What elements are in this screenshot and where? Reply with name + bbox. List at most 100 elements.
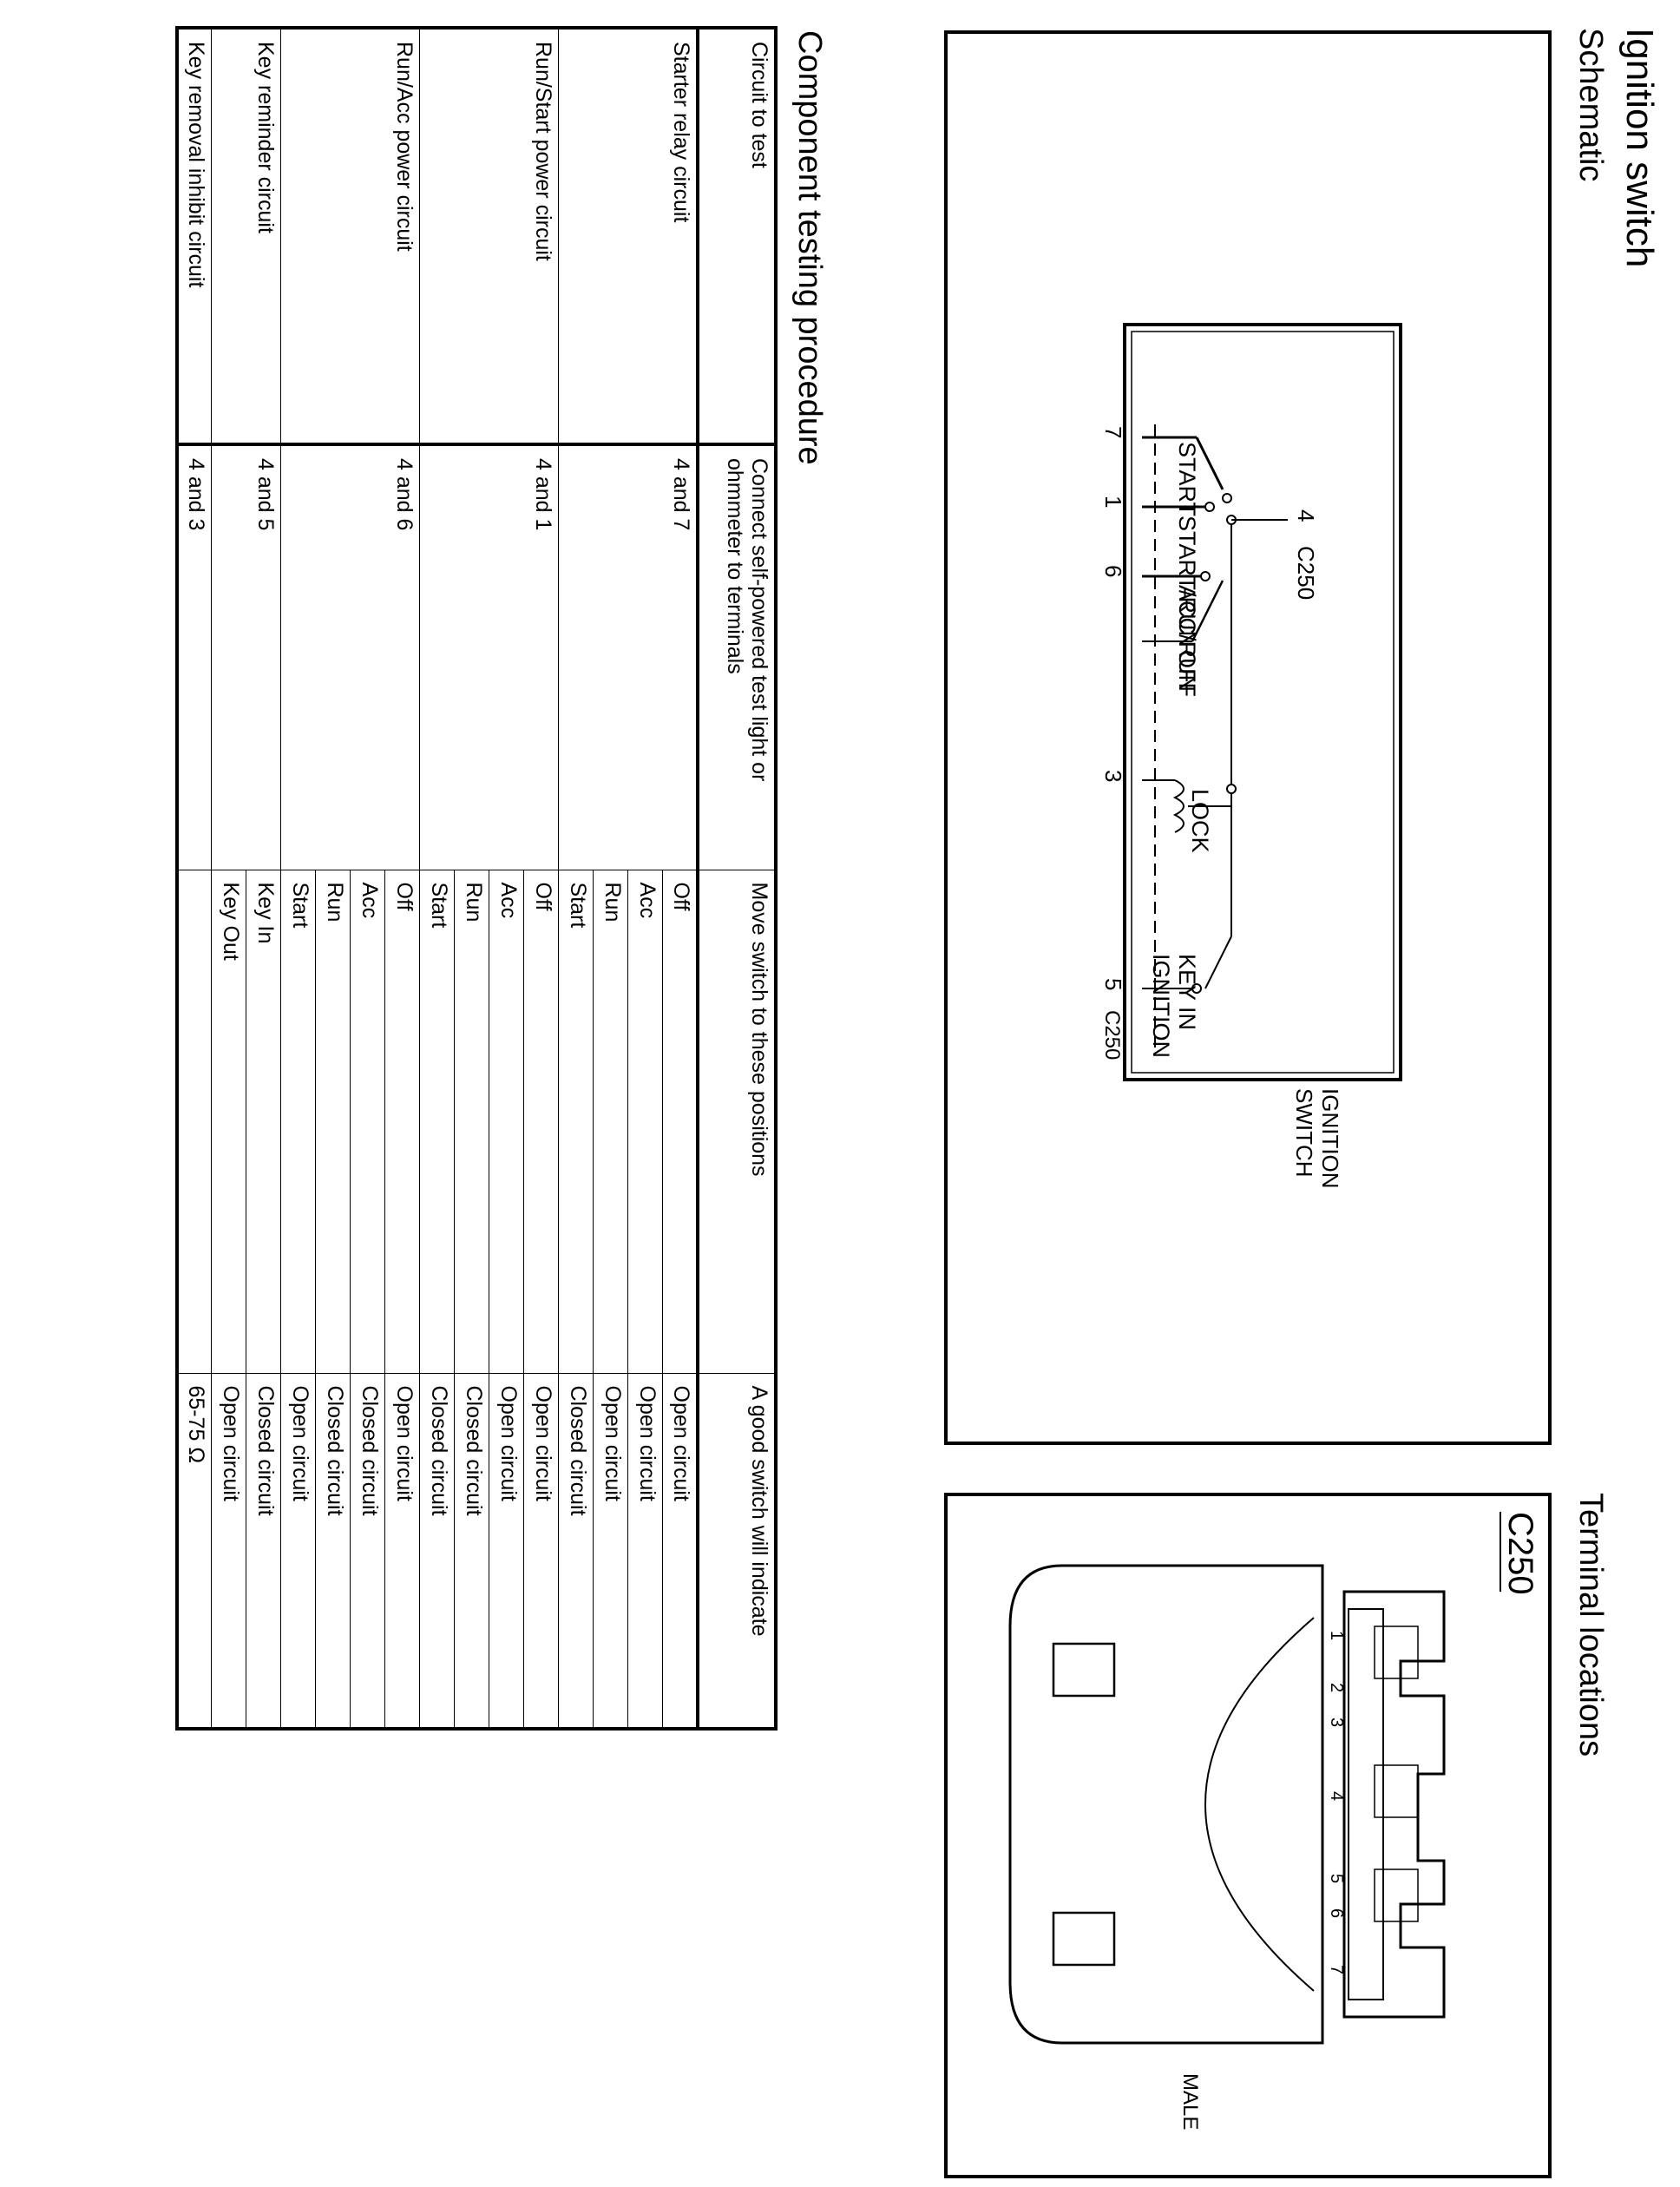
procedure-heading: Component testing procedure xyxy=(791,30,828,465)
pin-label-2: 2 xyxy=(1327,1683,1346,1692)
connector-body xyxy=(1008,1564,1324,2045)
pin-label-7: 7 xyxy=(1327,1965,1346,1974)
result-cell: Open circuit xyxy=(663,1373,698,1729)
contact-key-in xyxy=(1191,983,1202,994)
header-positions: Move switch to these positions xyxy=(698,870,776,1373)
position-cell: Acc xyxy=(489,870,524,1373)
component-label-1: IGNITION xyxy=(1317,1088,1343,1189)
terminal-4-label: 4 xyxy=(1293,509,1319,522)
position-cell: Start xyxy=(559,870,594,1373)
result-cell: Closed circuit xyxy=(455,1373,489,1729)
component-label-2: SWITCH xyxy=(1291,1088,1317,1178)
contact-start xyxy=(1222,493,1232,503)
position-cell: Run xyxy=(594,870,628,1373)
connector-drawing: C250 1 2 3 4 5 6 7 MALE xyxy=(1008,1512,1539,2130)
pin-cavity-row xyxy=(1348,1608,1384,2000)
page-title: Ignition switch xyxy=(1618,28,1661,268)
terminal-6-label: 6 xyxy=(1100,565,1126,577)
connector-shell xyxy=(1342,1590,1446,2019)
label-ignition: IGNITION xyxy=(1148,954,1174,1058)
result-cell: Open circuit xyxy=(594,1373,628,1729)
result-cell: Open circuit xyxy=(489,1373,524,1729)
position-cell: Run xyxy=(316,870,351,1373)
result-cell: Open circuit xyxy=(628,1373,663,1729)
bus-node-lock xyxy=(1226,784,1237,794)
switch-housing-outer xyxy=(1123,323,1402,1081)
latch-right xyxy=(1052,1911,1116,1967)
position-cell: Off xyxy=(663,870,698,1373)
label-start: START xyxy=(1174,442,1200,516)
pin-label-6: 6 xyxy=(1327,1908,1346,1918)
connector-id: C250 xyxy=(1501,1512,1539,1595)
pin-cavity-b xyxy=(1374,1764,1419,1818)
terminal-3-label: 3 xyxy=(1100,770,1126,782)
terminals-cell: 4 and 3 xyxy=(177,444,212,870)
position-cell: Key In xyxy=(246,870,281,1373)
circuit-cell: Key reminder circuit xyxy=(212,28,281,444)
position-cell: Acc xyxy=(628,870,663,1373)
result-cell: Open circuit xyxy=(281,1373,316,1729)
pin-cavity-a xyxy=(1374,1625,1419,1679)
terminal-1-label: 1 xyxy=(1100,496,1126,508)
result-cell: Open circuit xyxy=(385,1373,420,1729)
terminal-7-label: 7 xyxy=(1100,426,1126,438)
result-cell: Closed circuit xyxy=(559,1373,594,1729)
position-cell: Acc xyxy=(351,870,385,1373)
table-header-row: Circuit to test Connect self-powered tes… xyxy=(698,28,776,1729)
pin-label-5: 5 xyxy=(1327,1874,1346,1883)
header-circuit: Circuit to test xyxy=(698,28,776,444)
contact-acc-run xyxy=(1200,571,1211,581)
connector-label-bottom: C250 xyxy=(1100,1010,1124,1060)
result-cell: Closed circuit xyxy=(351,1373,385,1729)
position-cell xyxy=(177,870,212,1373)
position-cell: Start xyxy=(420,870,455,1373)
label-acc-run: ACC/RUN xyxy=(1174,585,1200,692)
latch-left xyxy=(1052,1642,1116,1698)
label-lock: LOCK xyxy=(1187,789,1213,853)
wire-start xyxy=(1195,437,1224,490)
result-cell: Closed circuit xyxy=(316,1373,351,1729)
result-cell: Closed circuit xyxy=(420,1373,455,1729)
position-cell: Run xyxy=(455,870,489,1373)
circuit-cell: Run/Acc power circuit xyxy=(281,28,420,444)
pin-label-3: 3 xyxy=(1327,1717,1346,1727)
label-off: OFF xyxy=(1174,650,1200,697)
terminal-5-label: 5 xyxy=(1100,978,1126,990)
position-cell: Off xyxy=(524,870,559,1373)
label-start-run: START/RUN xyxy=(1174,516,1200,647)
schematic-heading: Schematic xyxy=(1572,28,1609,182)
pin-label-1: 1 xyxy=(1327,1631,1346,1640)
connector-gender-label: MALE xyxy=(1178,2073,1202,2130)
header-result: A good switch will indicate xyxy=(698,1373,776,1729)
terminals-cell: 4 and 7 xyxy=(559,444,698,870)
position-cell: Key Out xyxy=(212,870,246,1373)
contact-start-run xyxy=(1204,502,1215,512)
connector-label-top: C250 xyxy=(1293,546,1319,600)
lock-solenoid-coil xyxy=(1172,779,1185,833)
switch-housing-inner xyxy=(1131,331,1395,1074)
terminals-cell: 4 and 5 xyxy=(212,444,281,870)
terminals-cell: 4 and 6 xyxy=(281,444,420,870)
schematic-panel: START START/RUN ACC/RUN OFF 4 C250 xyxy=(944,30,1552,1445)
terminal-locations-panel: C250 1 2 3 4 5 6 7 MALE xyxy=(944,1493,1552,2178)
result-cell: 65-75 Ω xyxy=(177,1373,212,1729)
position-cell: Off xyxy=(385,870,420,1373)
position-cell: Start xyxy=(281,870,316,1373)
circuit-cell: Key removal inhibit circuit xyxy=(177,28,212,444)
circuit-cell: Run/Start power circuit xyxy=(420,28,559,444)
label-key-in: KEY IN xyxy=(1174,954,1200,1030)
component-testing-table: Circuit to test Connect self-powered tes… xyxy=(175,26,778,1731)
pin-cavity-c xyxy=(1374,1868,1419,1922)
result-cell: Closed circuit xyxy=(246,1373,281,1729)
schematic-diagram: START START/RUN ACC/RUN OFF 4 C250 xyxy=(1100,323,1402,1189)
connector-arc xyxy=(1204,1617,1315,1992)
terminal-locations-heading: Terminal locations xyxy=(1572,1493,1609,1757)
circuit-cell: Starter relay circuit xyxy=(559,28,698,444)
switch-blade-key xyxy=(1204,936,1232,989)
terminals-cell: 4 and 1 xyxy=(420,444,559,870)
